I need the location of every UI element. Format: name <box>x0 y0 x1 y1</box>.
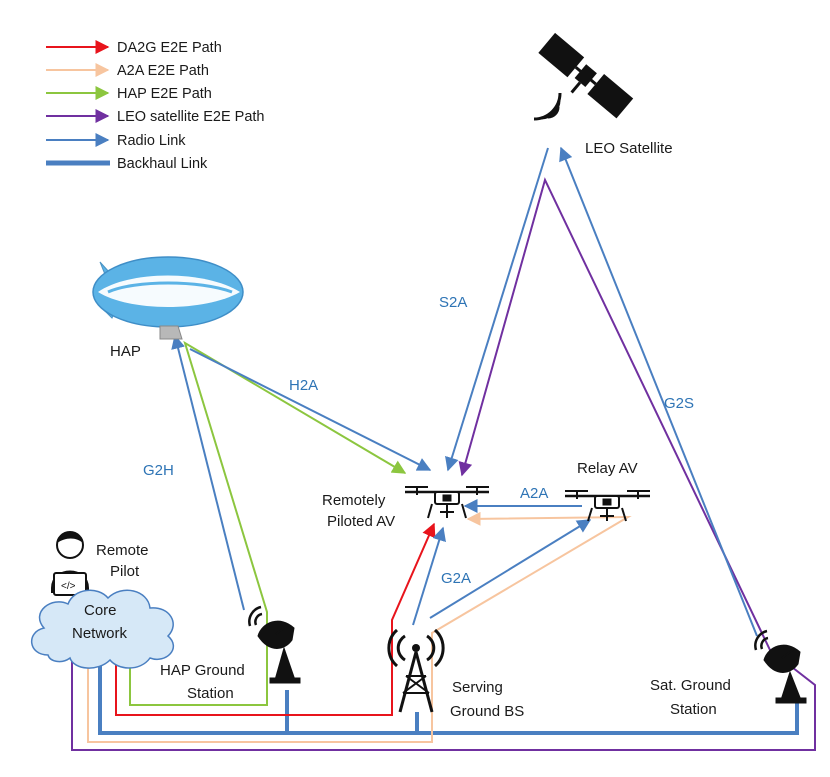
serving-bs-label-line1: Serving <box>452 679 503 696</box>
h2a-link <box>189 348 432 471</box>
legend-label-a2a: A2A E2E Path <box>117 63 209 79</box>
remote-pilot-label-line1: Remote <box>96 542 149 559</box>
a2a-e2e-path <box>87 511 632 743</box>
a2a-label: A2A <box>520 485 548 502</box>
legend-label-hap: HAP E2E Path <box>117 86 212 102</box>
s2a-link <box>445 147 549 472</box>
g2s-label: G2S <box>664 395 694 412</box>
hap-gs-label-line2: Station <box>187 685 234 702</box>
legend-item-da2g: DA2G E2E Path <box>46 40 222 56</box>
legend-item-hap: HAP E2E Path <box>46 86 212 102</box>
relay-av-label: Relay AV <box>577 460 638 477</box>
legend: DA2G E2E Path A2A E2E Path HAP E2E Path … <box>46 40 265 172</box>
g2h-link <box>171 334 245 611</box>
leo-e2e-path <box>71 177 816 751</box>
da2g-e2e-path <box>115 522 436 716</box>
serving-bs-label-line2: Ground BS <box>450 703 524 720</box>
satellite-signal-icon <box>533 92 562 121</box>
backhaul-main <box>98 650 799 735</box>
remote-av-label-line2: Piloted AV <box>327 513 395 530</box>
leo-satellite-label: LEO Satellite <box>585 140 673 157</box>
sat-gs-label-line2: Station <box>670 701 717 718</box>
remote-pilot-label-line2: Pilot <box>110 563 140 580</box>
g2h-label: G2H <box>143 462 174 479</box>
legend-item-a2a: A2A E2E Path <box>46 63 209 79</box>
legend-label-backhaul: Backhaul Link <box>117 156 208 172</box>
hap-ground-station-icon <box>248 605 301 684</box>
backhaul-links <box>98 650 799 735</box>
s2a-label: S2A <box>439 294 467 311</box>
legend-label-leo: LEO satellite E2E Path <box>117 109 265 125</box>
legend-item-backhaul: Backhaul Link <box>46 156 208 172</box>
hap-airship-icon <box>92 256 244 340</box>
serving-bs-tower-icon <box>387 628 445 713</box>
core-network-label-line1: Core <box>84 602 117 619</box>
hap-gs-label-line1: HAP Ground <box>160 662 245 679</box>
leo-satellite-icon <box>538 32 634 119</box>
legend-label-da2g: DA2G E2E Path <box>117 40 222 56</box>
svg-text:</>: </> <box>61 581 76 592</box>
g2s-link <box>559 146 758 637</box>
remote-av-drone-icon <box>405 486 489 519</box>
legend-item-radio: Radio Link <box>46 133 186 149</box>
sat-gs-label-line1: Sat. Ground <box>650 677 731 694</box>
legend-item-leo: LEO satellite E2E Path <box>46 109 265 125</box>
sat-ground-station-icon <box>754 629 807 704</box>
hap-label: HAP <box>110 343 141 360</box>
h2a-label: H2A <box>289 377 318 394</box>
g2a-relay-link <box>429 519 592 619</box>
radio-links <box>171 146 758 637</box>
core-network-label-line2: Network <box>72 625 128 642</box>
relay-av-drone-icon <box>565 490 650 522</box>
core-network-cloud-icon <box>31 589 175 669</box>
g2a-main-link <box>412 526 446 626</box>
remote-pilot-icon: </> <box>51 531 89 596</box>
remote-av-label-line1: Remotely <box>322 492 386 509</box>
legend-label-radio: Radio Link <box>117 133 186 149</box>
g2a-label: G2A <box>441 570 471 587</box>
